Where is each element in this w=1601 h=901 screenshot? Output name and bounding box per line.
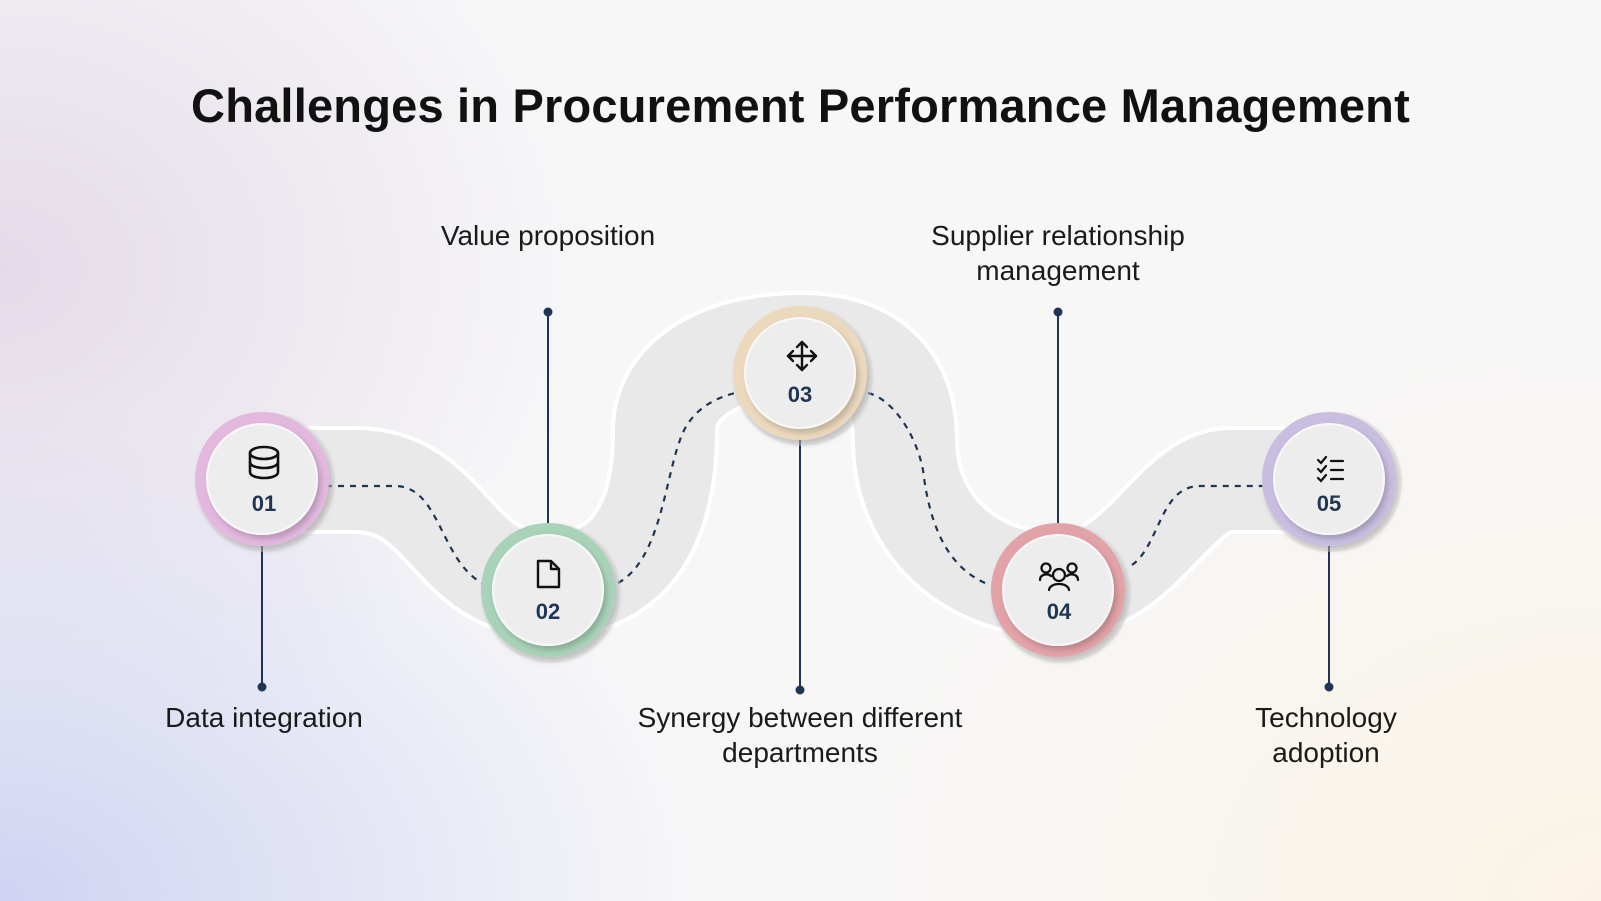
step-number-02: 02 — [536, 599, 560, 624]
step-node-01: 01 — [195, 412, 335, 552]
step-label-03: Synergy between different departments — [637, 702, 963, 768]
checklist-icon — [1316, 455, 1345, 483]
connector-04-05 — [1131, 484, 1265, 566]
step-node-03: 03 — [733, 306, 873, 446]
step-node-02: 02 — [481, 523, 621, 663]
page-title: Challenges in Procurement Performance Ma… — [191, 79, 1410, 132]
leader-dot-02 — [543, 307, 553, 317]
connector-03-04 — [867, 391, 991, 587]
step-number-03: 03 — [788, 382, 812, 407]
database-icon — [248, 445, 280, 480]
document-icon — [536, 559, 561, 589]
step-node-05: 05 — [1262, 412, 1402, 552]
step-node-04: 04 — [991, 523, 1131, 663]
team-icon — [1038, 562, 1080, 592]
step-label-04: Supplier relationship management — [931, 220, 1185, 286]
step-number-05: 05 — [1317, 491, 1341, 516]
move-arrows-icon — [786, 340, 818, 372]
connector-01-02 — [326, 484, 483, 584]
step-label-01: Data integration — [165, 702, 363, 733]
step-number-04: 04 — [1047, 599, 1072, 624]
step-label-02: Value proposition — [440, 220, 656, 251]
leader-dot-04 — [1053, 307, 1063, 317]
dashed-connectors — [326, 391, 1265, 587]
step-label-05: Technology adoption — [1255, 702, 1397, 768]
connector-02-03 — [617, 391, 736, 584]
step-number-01: 01 — [252, 491, 276, 516]
